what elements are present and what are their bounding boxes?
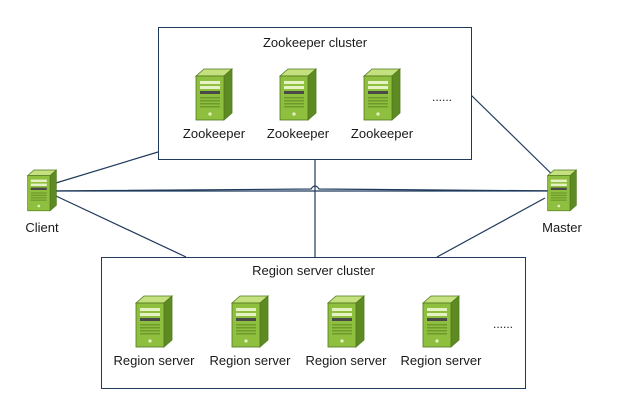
link-client-zookeeper [45,151,159,187]
zookeeper-more-ellipsis: ...... [432,90,453,104]
zookeeper-label: Zookeeper [266,126,330,141]
zookeeper-label: Zookeeper [350,126,414,141]
region-server-label: Region server [305,353,387,368]
server-icon [326,295,366,348]
zookeeper-node-1: Zookeeper [171,66,257,141]
zookeeper-node-3: Zookeeper [339,66,425,141]
region-more-ellipsis: ...... [493,317,514,331]
region-cluster-title: Region server cluster [252,263,375,278]
server-icon [278,68,318,121]
region-server-label: Region server [400,353,482,368]
zookeeper-cluster-title: Zookeeper cluster [262,35,368,50]
zookeeper-node-2: Zookeeper [255,66,341,141]
server-icon [362,68,402,121]
server-icon [546,169,578,212]
zookeeper-label: Zookeeper [182,126,246,141]
region-server-node-2: Region server [204,293,296,368]
region-server-node-3: Region server [300,293,392,368]
region-server-node-4: Region server [395,293,487,368]
link-client-master-upper [49,185,567,192]
link-region-master [436,197,546,258]
region-server-label: Region server [113,353,195,368]
server-icon [194,68,234,121]
link-client-region [55,195,187,258]
link-zookeeper-master [470,94,567,189]
server-icon [134,295,174,348]
server-icon [26,169,58,212]
master-label: Master [542,220,582,235]
region-server-node-1: Region server [108,293,200,368]
client-label: Client [25,220,59,235]
region-server-label: Region server [209,353,291,368]
server-icon [230,295,270,348]
client-node: Client [12,164,72,235]
server-icon [421,295,461,348]
master-node: Master [532,164,592,235]
